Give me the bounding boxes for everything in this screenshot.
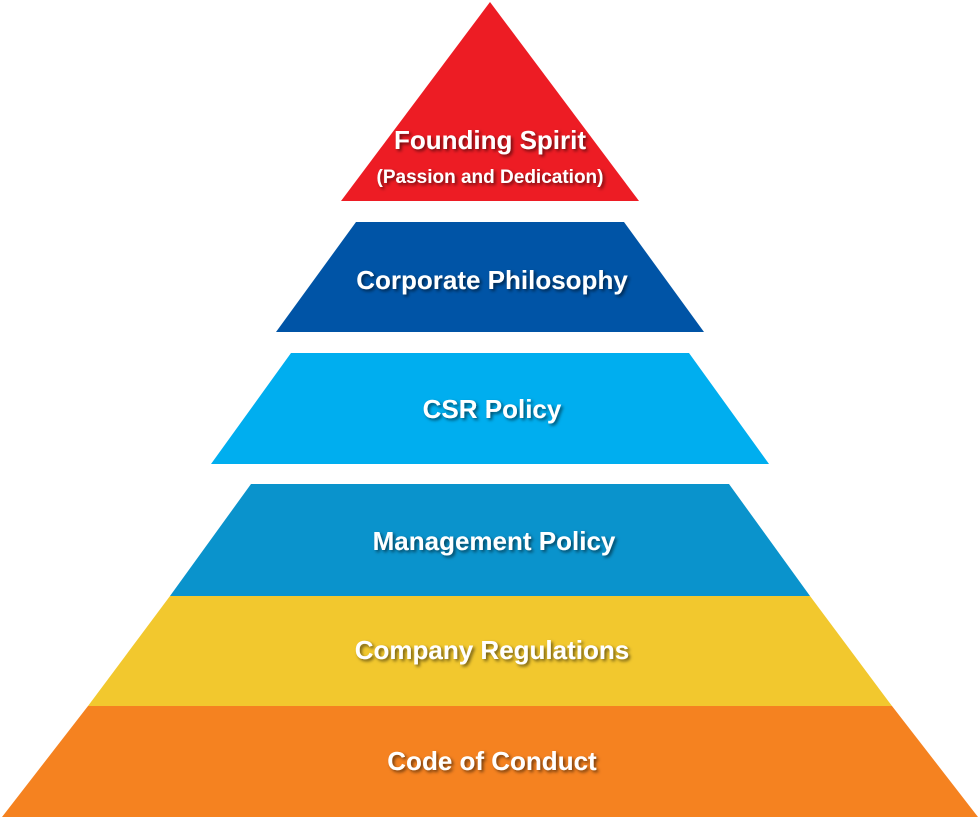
tier-csr-policy: CSR Policy: [211, 353, 769, 464]
tier-code-of-conduct: Code of Conduct: [2, 706, 978, 817]
tier-csr-policy-label: CSR Policy: [423, 394, 562, 424]
tier-code-of-conduct-label: Code of Conduct: [387, 746, 597, 776]
tier-corporate-philosophy: Corporate Philosophy: [276, 222, 704, 332]
tier-founding-spirit-shape: [341, 2, 639, 201]
tier-code-of-conduct-shape: [2, 706, 978, 817]
tier-company-regulations-label: Company Regulations: [355, 635, 629, 665]
tier-founding-spirit-sublabel: (Passion and Dedication): [377, 167, 604, 188]
tier-founding-spirit-label: Founding Spirit: [394, 125, 586, 155]
tier-corporate-philosophy-label: Corporate Philosophy: [356, 265, 628, 295]
tier-management-policy-shape: [170, 484, 810, 596]
tier-founding-spirit: Founding Spirit (Passion and Dedication): [341, 2, 639, 201]
tier-management-policy: Management Policy: [170, 484, 810, 596]
tier-management-policy-label: Management Policy: [373, 526, 616, 556]
tier-corporate-philosophy-shape: [276, 222, 704, 332]
tier-company-regulations-shape: [88, 596, 892, 706]
tier-company-regulations: Company Regulations: [88, 596, 892, 706]
tier-csr-policy-shape: [211, 353, 769, 464]
